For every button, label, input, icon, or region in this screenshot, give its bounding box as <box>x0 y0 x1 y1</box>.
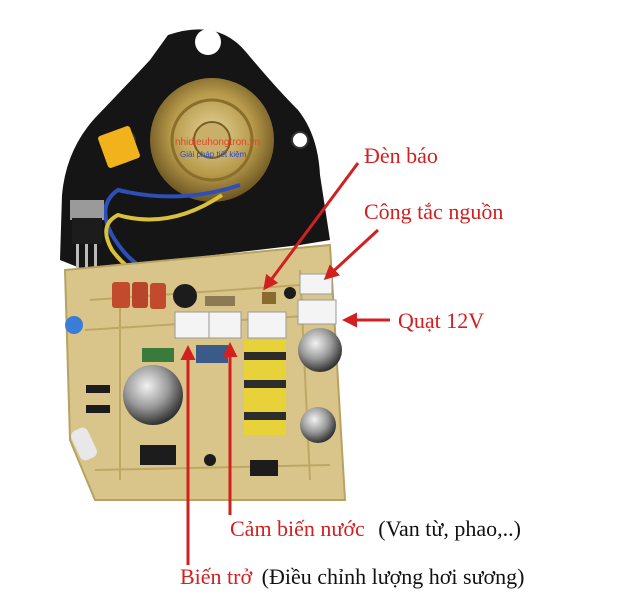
blue-capacitor <box>65 316 83 334</box>
label-bien-tro-row: Biến trở (Điều chỉnh lượng hơi sương) <box>180 565 524 589</box>
label-quat: Quạt 12V <box>398 308 485 333</box>
transformer <box>244 340 286 435</box>
blue-wire <box>103 183 241 274</box>
voltage-regulator <box>70 200 104 268</box>
label-bien-tro: Biến trở <box>180 564 253 589</box>
ultrasonic-transducer <box>150 78 274 202</box>
film-capacitors <box>112 282 166 309</box>
label-cam-bien-nuoc-row: Cảm biến nước (Van từ, phao,..) <box>230 517 521 541</box>
label-cam-bien-nuoc: Cảm biến nước <box>230 516 365 541</box>
label-cam-bien-nuoc-note: (Van từ, phao,..) <box>378 516 521 541</box>
thermal-fuse <box>98 126 140 168</box>
arrow-den-bao <box>263 162 360 291</box>
electrolytic-capacitor-large <box>123 365 183 425</box>
label-den-bao: Đèn báo <box>364 143 438 168</box>
label-cong-tac-nguon: Công tắc nguồn <box>364 199 504 224</box>
electrolytic-capacitor-small <box>300 407 336 443</box>
mounting-hole <box>195 29 221 55</box>
label-bien-tro-note: (Điều chỉnh lượng hơi sương) <box>261 564 525 589</box>
watermark-subtext: Giải pháp tiết kiệm <box>180 150 247 159</box>
arrow-cong-tac-nguon <box>323 228 380 281</box>
electrolytic-capacitor <box>298 328 342 372</box>
pcb-board <box>63 243 347 501</box>
watermark-text: nhidieuhongtron.vn <box>175 137 260 148</box>
